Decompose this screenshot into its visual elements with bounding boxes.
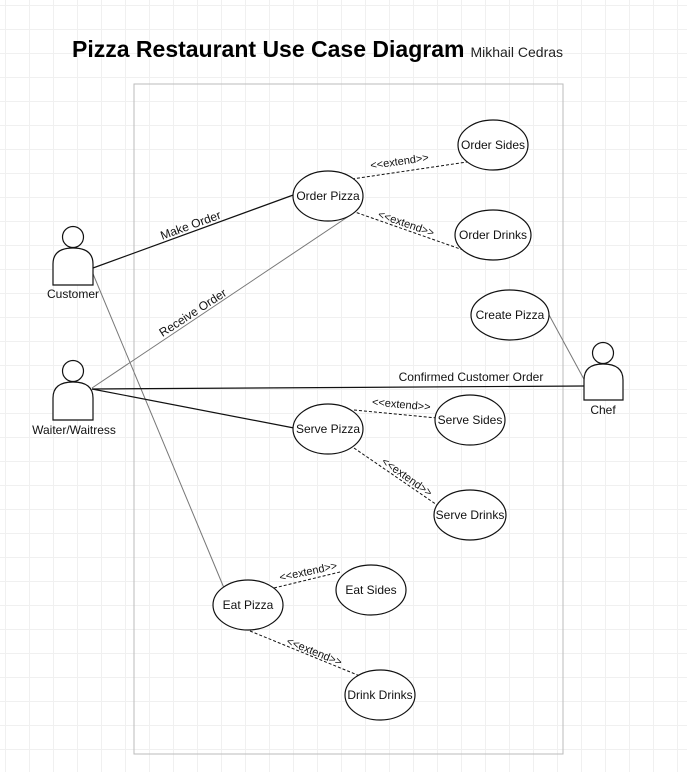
association-receive-order — [91, 213, 353, 389]
use-case-serve-pizza[interactable]: Serve Pizza — [292, 403, 364, 455]
extend-order-drinks — [351, 210, 467, 252]
association-waiter-serve-pizza — [91, 388, 295, 429]
extend-order-sides — [351, 161, 468, 180]
use-case-order-drinks[interactable]: Order Drinks — [454, 209, 532, 261]
diagram-title: Pizza Restaurant Use Case Diagram Mikhail… — [72, 36, 563, 63]
extend-label-order-sides: <<extend>> — [370, 152, 430, 172]
actor-icon — [52, 225, 94, 286]
use-case-ellipse — [335, 564, 407, 616]
use-case-ellipse — [457, 119, 529, 171]
extend-label-drink-drinks: <<extend>> — [285, 636, 344, 669]
label-make-order: Make Order — [158, 208, 222, 243]
actor-chef[interactable]: Chef — [583, 341, 624, 418]
use-case-ellipse — [292, 170, 364, 222]
association-confirmed-order — [91, 385, 585, 390]
use-case-serve-drinks[interactable]: Serve Drinks — [433, 489, 507, 541]
use-case-eat-sides[interactable]: Eat Sides — [335, 564, 407, 616]
use-case-order-sides[interactable]: Order Sides — [457, 119, 529, 171]
use-case-eat-pizza[interactable]: Eat Pizza — [212, 579, 284, 631]
extend-eat-sides — [273, 571, 341, 589]
use-case-label: Serve Drinks — [436, 508, 505, 522]
system-boundary — [133, 83, 564, 755]
label-confirmed-order: Confirmed Customer Order — [399, 370, 544, 384]
use-case-label: Order Sides — [461, 138, 525, 152]
title-text: Pizza Restaurant Use Case Diagram — [72, 36, 465, 62]
extend-label-serve-sides: <<extend>> — [371, 396, 431, 413]
use-case-label: Serve Pizza — [296, 422, 360, 436]
use-case-ellipse — [434, 394, 506, 446]
actor-icon — [52, 359, 94, 421]
extend-serve-drinks — [353, 447, 441, 508]
use-case-serve-sides[interactable]: Serve Sides — [434, 394, 506, 446]
use-case-ellipse — [454, 209, 532, 261]
use-case-label: Eat Sides — [345, 583, 396, 597]
association-make-order — [92, 193, 297, 269]
use-case-create-pizza[interactable]: Create Pizza — [470, 289, 550, 341]
use-case-order-pizza[interactable]: Order Pizza — [292, 170, 364, 222]
use-case-label: Create Pizza — [476, 308, 545, 322]
extend-label-eat-sides: <<extend>> — [278, 560, 338, 584]
use-case-ellipse — [470, 289, 550, 341]
actor-label: Customer — [47, 287, 99, 301]
use-case-label: Serve Sides — [438, 413, 503, 427]
actor-icon — [583, 341, 624, 401]
label-receive-order: Receive Order — [157, 286, 230, 340]
use-case-label: Eat Pizza — [223, 598, 274, 612]
association-chef-create-pizza — [547, 312, 587, 384]
actor-waiter[interactable]: Waiter/Waitress — [32, 359, 116, 438]
use-case-drink-drinks[interactable]: Drink Drinks — [344, 669, 416, 721]
use-case-ellipse — [433, 489, 507, 541]
use-case-label: Drink Drinks — [347, 688, 412, 702]
actor-label: Chef — [590, 403, 616, 417]
author-name: Mikhail Cedras — [470, 44, 564, 60]
actor-customer[interactable]: Customer — [47, 225, 99, 302]
extend-label-serve-drinks: <<extend>> — [379, 456, 434, 500]
extend-label-order-drinks: <<extend>> — [376, 209, 435, 239]
use-case-label: Order Drinks — [459, 228, 527, 242]
use-case-ellipse — [212, 579, 284, 631]
use-case-ellipse — [344, 669, 416, 721]
actor-label: Waiter/Waitress — [32, 423, 116, 437]
association-customer-eat-pizza — [90, 268, 225, 589]
use-case-label: Order Pizza — [296, 189, 360, 203]
extend-serve-sides — [353, 409, 438, 419]
use-case-ellipse — [292, 403, 364, 455]
